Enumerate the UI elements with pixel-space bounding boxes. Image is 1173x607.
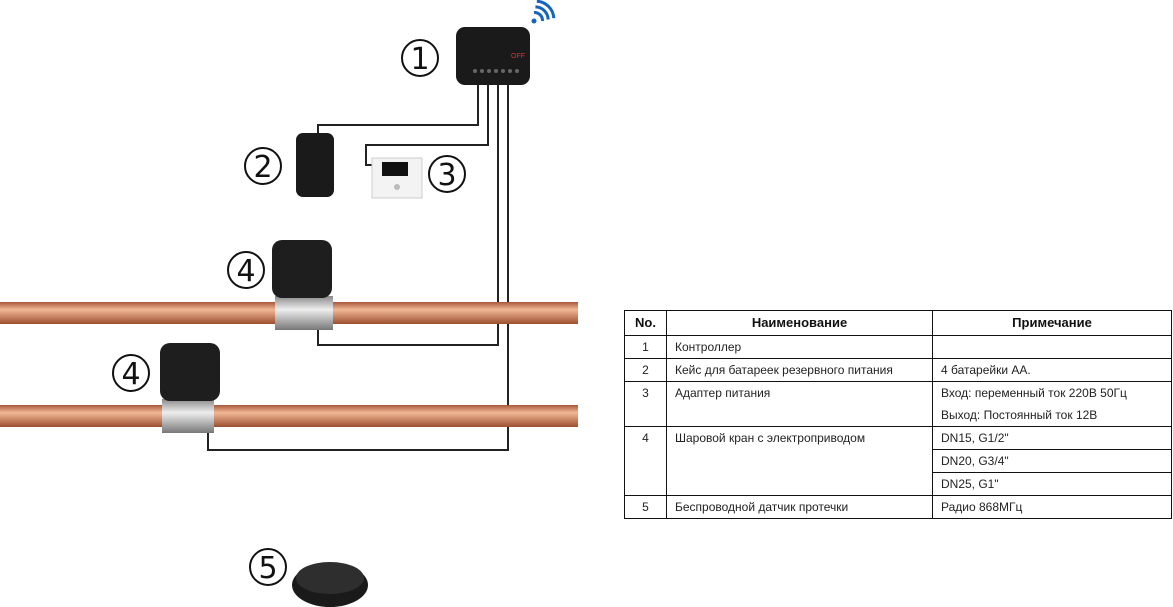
table-subrow: DN20, G3/4" — [625, 449, 1172, 473]
row-note — [932, 335, 1172, 359]
row-no: 2 — [624, 358, 667, 382]
row-note: DN20, G3/4" — [932, 449, 1172, 473]
motorized-valve — [272, 240, 333, 330]
row-note: 4 батарейки АА. — [932, 358, 1172, 382]
wifi-icon — [531, 0, 556, 24]
system-diagram: OFF 1 2 3 4 4 5 — [0, 0, 578, 607]
leak-sensor — [292, 562, 368, 607]
row-no: 4 — [624, 426, 667, 496]
controller-device: OFF — [456, 27, 530, 85]
table-row: 2 Кейс для батареек резервного питания 4… — [624, 358, 1172, 382]
row-name: Адаптер питания — [666, 381, 933, 427]
row-name: Шаровой кран с электроприводом — [666, 426, 933, 496]
row-note: DN15, G1/2" — [932, 426, 1172, 450]
callout-4b: 4 — [121, 357, 140, 392]
note-line: Вход: переменный ток 220В 50Гц — [941, 386, 1127, 400]
row-note: Радио 868МГц — [932, 495, 1172, 519]
callout-3: 3 — [437, 158, 456, 193]
motorized-valve — [160, 343, 220, 433]
row-no: 5 — [624, 495, 667, 519]
table-row: 3 Адаптер питания Вход: переменный ток 2… — [624, 381, 1172, 427]
table-row: 1 Контроллер — [624, 335, 1172, 359]
callout-4a: 4 — [236, 254, 255, 289]
wires — [207, 85, 509, 451]
battery-case — [296, 133, 334, 197]
table-row: 5 Беспроводной датчик протечки Радио 868… — [624, 495, 1172, 519]
table-subrow: DN25, G1" — [625, 472, 1172, 496]
callout-2: 2 — [253, 150, 272, 185]
callout-5: 5 — [258, 551, 277, 586]
table-row: 4 Шаровой кран с электроприводом DN15, G… — [624, 426, 1172, 496]
row-note: DN25, G1" — [932, 472, 1172, 496]
pipe-lower — [0, 405, 578, 427]
row-name: Беспроводной датчик протечки — [666, 495, 933, 519]
header-name: Наименование — [666, 310, 933, 336]
components-table: No. Наименование Примечание 1 Контроллер… — [624, 310, 1172, 519]
callout-1: 1 — [410, 42, 429, 77]
row-no: 1 — [624, 335, 667, 359]
row-no: 3 — [624, 381, 667, 427]
header-no: No. — [624, 310, 667, 336]
svg-text:OFF: OFF — [511, 53, 525, 60]
header-notes: Примечание — [932, 310, 1172, 336]
row-name: Кейс для батареек резервного питания — [666, 358, 933, 382]
table-header-row: No. Наименование Примечание — [624, 310, 1172, 336]
note-line: Выход: Постоянный ток 12В — [941, 408, 1098, 422]
row-name: Контроллер — [666, 335, 933, 359]
power-adapter — [371, 157, 423, 199]
